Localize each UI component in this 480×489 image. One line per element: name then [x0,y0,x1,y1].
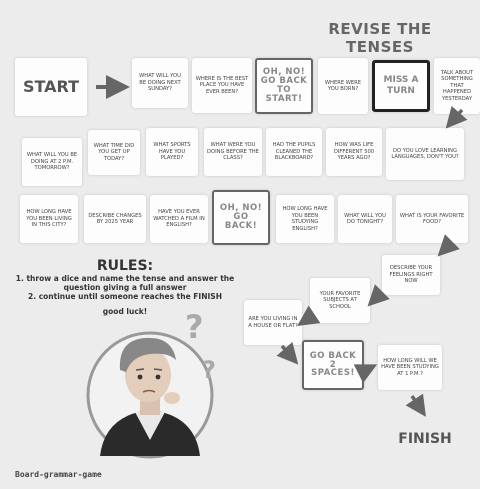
arrow-goback-howlong [362,366,374,372]
thinking-boy-illustration: ? ? [88,308,216,457]
svg-text:?: ? [185,308,204,346]
arrow-row1-row2 [448,110,462,126]
arrow-describe-subjects [370,292,382,304]
svg-text:?: ? [202,356,216,384]
arrow-to-describe [440,242,452,254]
arrow-house-goback [282,346,296,362]
footer-caption: Board-grammar-game [15,470,102,479]
arrow-howlong-finish [412,396,424,414]
arrow-subjects-house [300,316,312,324]
